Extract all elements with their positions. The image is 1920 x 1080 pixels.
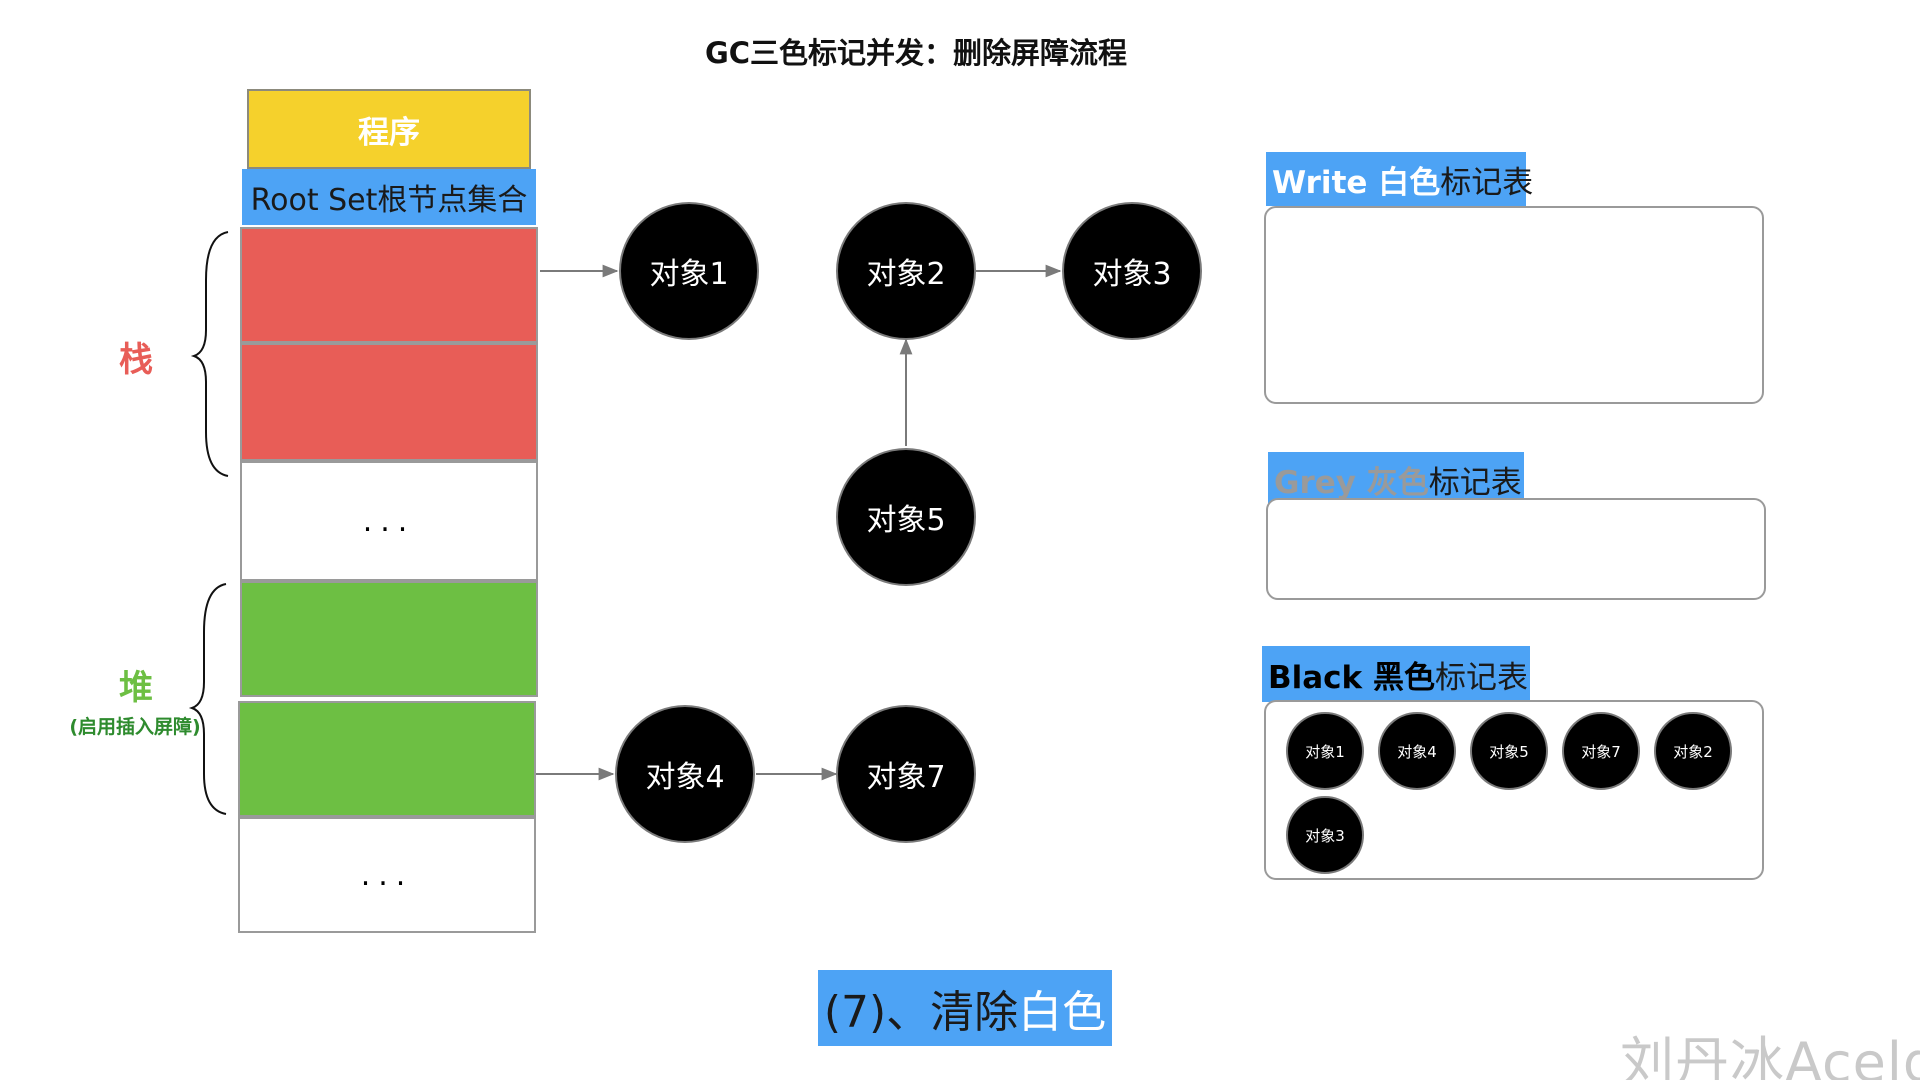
heap-note: (启用插入屏障) bbox=[69, 716, 201, 738]
white-table-header: Write 白色标记表 bbox=[1266, 152, 1533, 206]
root-set-block: Root Set根节点集合 bbox=[242, 169, 536, 225]
black-table-color-word: Black 黑色 bbox=[1268, 659, 1435, 696]
node-obj5: 对象5 bbox=[836, 448, 976, 586]
heap-label: 堆 bbox=[119, 668, 153, 708]
stack-cell-ellipsis: ... bbox=[240, 461, 538, 581]
grey-table-color-word: Grey 灰色 bbox=[1274, 464, 1429, 501]
heap-cell-2 bbox=[238, 701, 536, 817]
black-item: 对象7 bbox=[1562, 712, 1640, 790]
heap-brace bbox=[188, 583, 227, 815]
stack-brace bbox=[190, 231, 229, 477]
watermark: 刘丹冰Aceld bbox=[1620, 1031, 1920, 1080]
black-table-box: 对象1 对象4 对象5 对象7 对象2 对象3 bbox=[1264, 700, 1764, 880]
black-item: 对象1 bbox=[1286, 712, 1364, 790]
node-obj4: 对象4 bbox=[615, 705, 755, 843]
step-caption-prefix: (7)、清除 bbox=[823, 987, 1019, 1038]
black-table-suffix: 标记表 bbox=[1434, 659, 1528, 696]
step-caption: (7)、清除白色 bbox=[818, 970, 1112, 1046]
node-obj3: 对象3 bbox=[1062, 202, 1202, 340]
node-obj1: 对象1 bbox=[619, 202, 759, 340]
step-caption-highlight: 白色 bbox=[1018, 987, 1107, 1038]
white-table-suffix: 标记表 bbox=[1440, 164, 1534, 201]
black-item: 对象4 bbox=[1378, 712, 1456, 790]
node-obj2: 对象2 bbox=[836, 202, 976, 340]
grey-table-header: Grey 灰色标记表 bbox=[1268, 452, 1524, 506]
white-table-color-word: Write 白色 bbox=[1272, 164, 1441, 201]
white-table-box bbox=[1264, 206, 1764, 404]
grey-table-suffix: 标记表 bbox=[1428, 464, 1522, 501]
black-item: 对象5 bbox=[1470, 712, 1548, 790]
program-block: 程序 bbox=[247, 89, 531, 169]
stack-cell-2 bbox=[240, 343, 538, 461]
stack-label: 栈 bbox=[119, 340, 153, 380]
black-table-header: Black 黑色标记表 bbox=[1262, 646, 1530, 702]
black-item: 对象2 bbox=[1654, 712, 1732, 790]
node-obj7: 对象7 bbox=[836, 705, 976, 843]
heap-cell-1 bbox=[240, 581, 538, 697]
stack-cell-1 bbox=[240, 227, 538, 343]
heap-cell-ellipsis: ... bbox=[238, 817, 536, 933]
diagram-title: GC三色标记并发：删除屏障流程 bbox=[704, 36, 1128, 70]
grey-table-box bbox=[1266, 498, 1766, 600]
black-item: 对象3 bbox=[1286, 796, 1364, 874]
